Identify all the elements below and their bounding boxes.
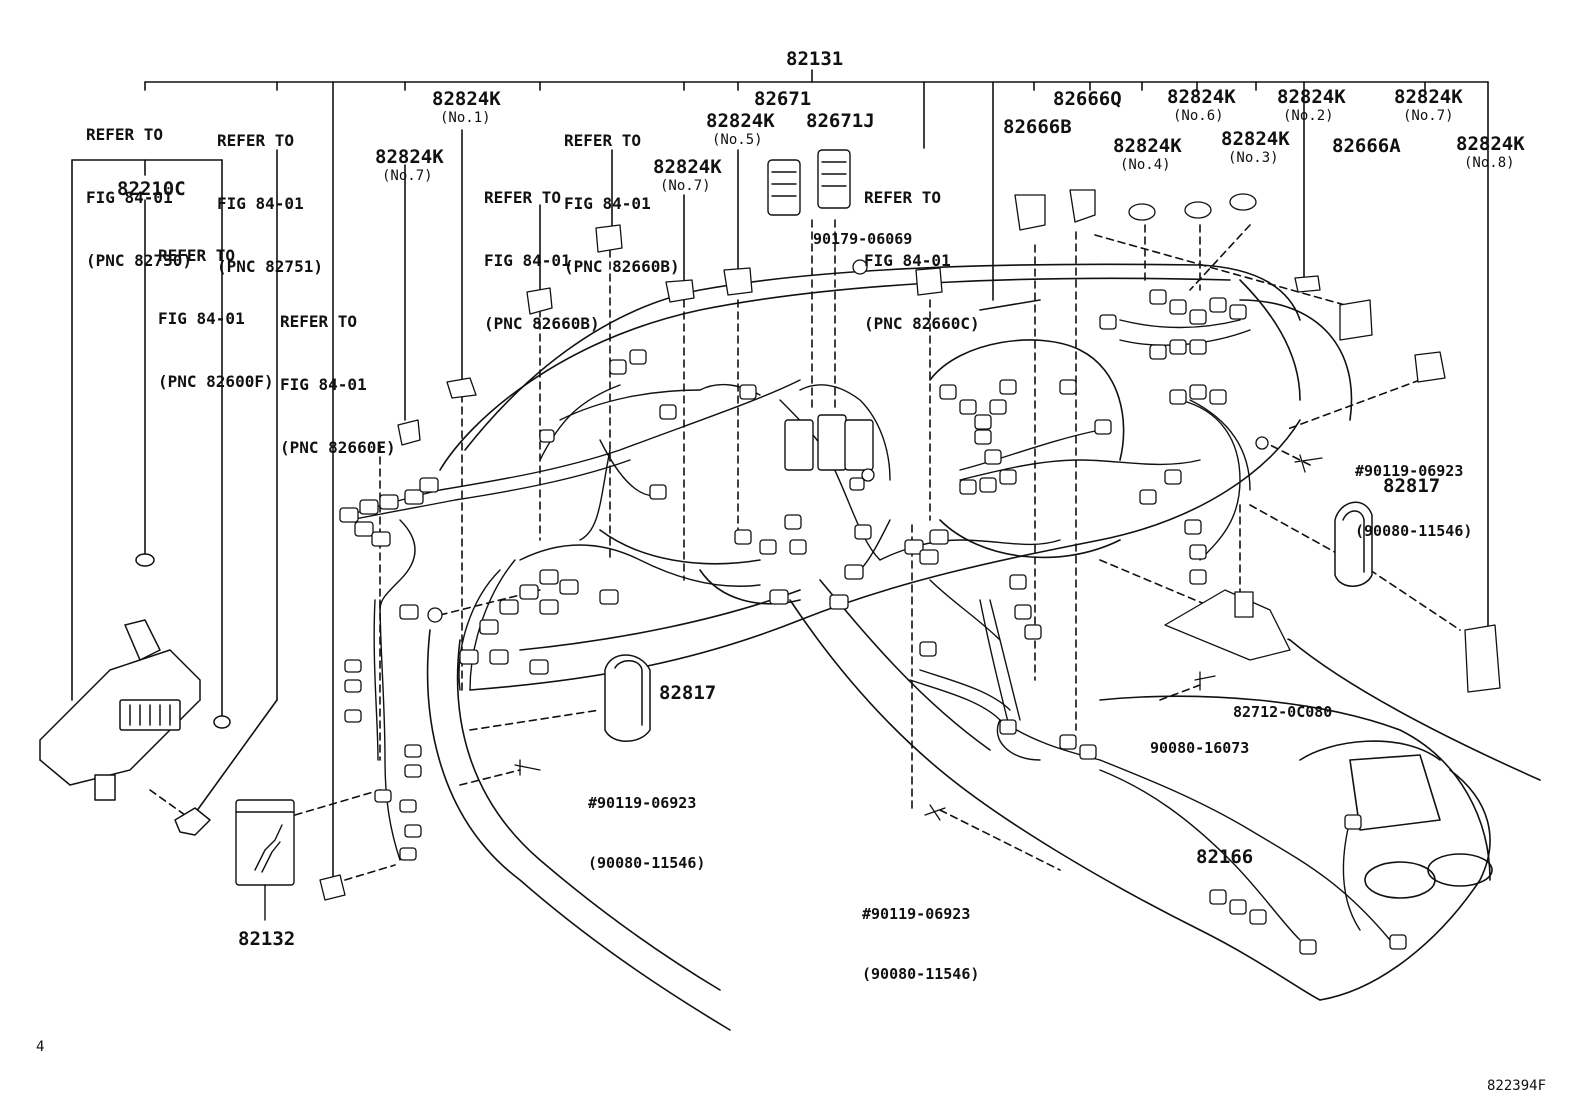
sub-no2-label: (No.2) xyxy=(1283,108,1334,124)
part-82210C-label: 82210C xyxy=(117,178,186,200)
refer-line: REFER TO xyxy=(86,125,164,144)
refer-note-82660B-a: REFER TO FIG 84-01 (PNC 82660B) xyxy=(564,88,680,298)
clips-and-bolts xyxy=(319,189,1501,901)
repair-wire-bag xyxy=(235,799,295,921)
connectors xyxy=(339,289,1407,955)
dashboard-outline xyxy=(426,263,1541,1031)
refer-line: FIG 84-01 xyxy=(158,309,245,328)
refer-line: (PNC 82660B) xyxy=(484,314,600,333)
refer-line: REFER TO xyxy=(280,312,358,331)
refer-note-82660E: REFER TO FIG 84-01 (PNC 82660E) xyxy=(280,269,396,479)
part-82671-label: 82671 xyxy=(754,88,812,110)
refer-line: FIG 84-01 xyxy=(564,194,651,213)
refer-note-82730: REFER TO FIG 84-01 (PNC 82730) xyxy=(86,82,192,292)
part-82666A-label: 82666A xyxy=(1332,135,1401,157)
part-82817-right-label: 82817 xyxy=(1383,475,1441,497)
refer-note-82660C: REFER TO FIG 84-01 (PNC 82660C) xyxy=(864,145,980,355)
part-82132-label: 82132 xyxy=(238,928,296,950)
sub-no4-label: (No.4) xyxy=(1120,157,1171,173)
bolt-line: #90119-06923 xyxy=(862,905,971,923)
sub-no6-label: (No.6) xyxy=(1173,108,1224,124)
part-82817-left-label: 82817 xyxy=(659,682,717,704)
refer-note-82660B-b: REFER TO FIG 84-01 (PNC 82660B) xyxy=(484,145,600,355)
part-82824K-no7-label: 82824K xyxy=(375,146,444,168)
bolt-line: (90080-11546) xyxy=(588,854,706,872)
sub-no1-label: (No.1) xyxy=(440,110,491,126)
bolt-note-right: #90119-06923 (90080-11546) xyxy=(1355,421,1472,561)
part-82131-label: 82131 xyxy=(786,48,844,70)
part-82666B-label: 82666B xyxy=(1003,116,1072,138)
part-82824K-no2-label: 82824K xyxy=(1277,86,1346,108)
refer-line: REFER TO xyxy=(564,131,642,150)
bolt-line: #90119-06923 xyxy=(1355,462,1464,480)
refer-line: FIG 84-01 xyxy=(484,251,571,270)
refer-line: (PNC 82730) xyxy=(86,251,192,270)
refer-note-82600F: REFER TO FIG 84-01 (PNC 82600F) xyxy=(158,203,274,413)
figure-id: 822394F xyxy=(1487,1078,1547,1094)
main-leader-lines xyxy=(144,69,1489,881)
sub-no8-label: (No.8) xyxy=(1464,155,1515,171)
refer-line: REFER TO xyxy=(484,188,562,207)
part-82824K-no3-label: 82824K xyxy=(1221,128,1290,150)
corner-mark: 4 xyxy=(36,1039,45,1055)
sub-no7c-label: (No.7) xyxy=(1403,108,1454,124)
part-90080-16073-label: 90080-16073 xyxy=(1150,739,1250,757)
junction-blocks xyxy=(767,149,874,471)
refer-line: FIG 84-01 xyxy=(280,375,367,394)
part-82671J-label: 82671J xyxy=(806,110,875,132)
bolt-note-bottom: #90119-06923 (90080-11546) xyxy=(862,864,979,1004)
part-82824K-no7b-label: 82824K xyxy=(653,156,722,178)
refer-line: (PNC 82600F) xyxy=(158,372,274,391)
sub-no7b-label: (No.7) xyxy=(660,178,711,194)
refer-line: (PNC 82751) xyxy=(217,257,323,276)
part-82824K-no4-label: 82824K xyxy=(1113,135,1182,157)
part-82824K-no5-label: 82824K xyxy=(706,110,775,132)
part-82166-label: 82166 xyxy=(1196,846,1254,868)
refer-line: FIG 84-01 xyxy=(217,194,304,213)
part-82712-label: 82712-0C080 xyxy=(1233,703,1333,721)
part-82824K-no6-label: 82824K xyxy=(1167,86,1236,108)
bolt-line: (90080-11546) xyxy=(862,965,980,983)
part-82824K-no8-label: 82824K xyxy=(1456,133,1525,155)
refer-line: REFER TO xyxy=(864,188,942,207)
sub-no7-label: (No.7) xyxy=(382,168,433,184)
refer-line: (PNC 82660E) xyxy=(280,438,396,457)
left-leaders xyxy=(71,129,739,886)
grommets xyxy=(604,501,1373,742)
sub-no3-label: (No.3) xyxy=(1228,150,1279,166)
refer-line: FIG 84-01 xyxy=(86,188,173,207)
fuse-box xyxy=(39,553,231,836)
bolt-note-left: #90119-06923 (90080-11546) xyxy=(588,753,705,893)
refer-line: (PNC 82660C) xyxy=(864,314,980,333)
refer-line: REFER TO xyxy=(158,246,236,265)
refer-note-82751: REFER TO FIG 84-01 (PNC 82751) xyxy=(217,88,323,298)
refer-line: REFER TO xyxy=(217,131,295,150)
sub-no5-label: (No.5) xyxy=(712,132,763,148)
part-82666Q-label: 82666Q xyxy=(1053,88,1122,110)
part-82824K-no1-label: 82824K xyxy=(432,88,501,110)
part-90179-label: 90179-06069 xyxy=(813,230,913,248)
bolt-line: #90119-06923 xyxy=(588,794,697,812)
bolt-line: (90080-11546) xyxy=(1355,522,1473,540)
refer-line: FIG 84-01 xyxy=(864,251,951,270)
part-82824K-no7c-label: 82824K xyxy=(1394,86,1463,108)
refer-line: (PNC 82660B) xyxy=(564,257,680,276)
